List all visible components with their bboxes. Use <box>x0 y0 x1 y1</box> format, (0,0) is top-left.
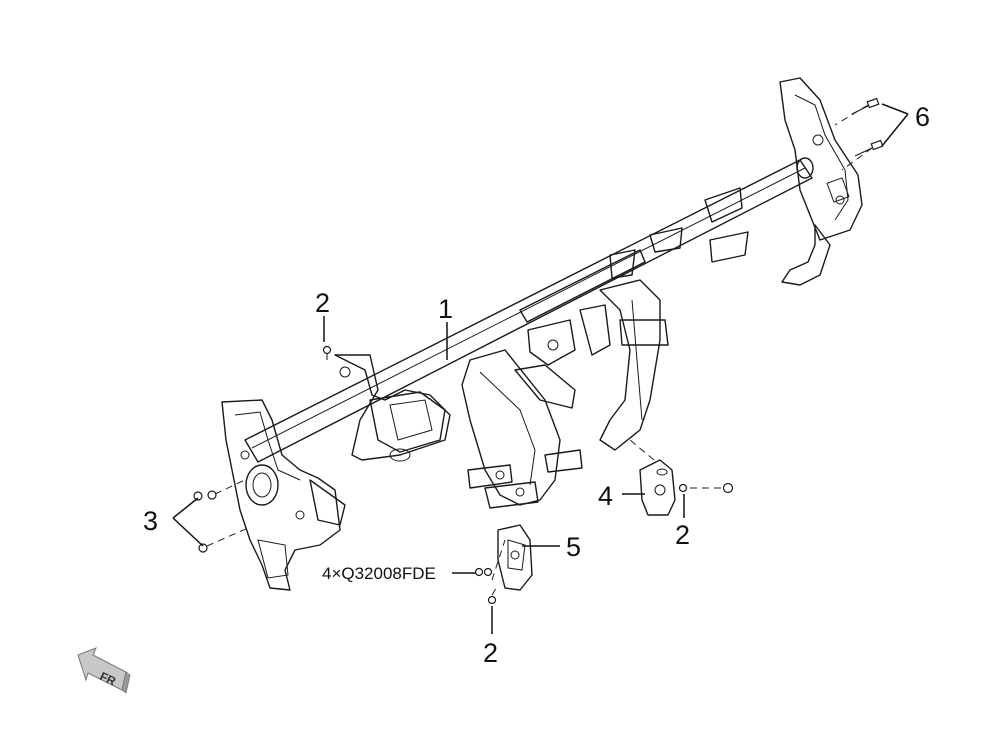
left-end-bracket <box>221 399 346 591</box>
fr-direction-badge: FR <box>77 647 131 694</box>
bolt-2-bottom <box>487 595 497 605</box>
fr-label: FR <box>98 669 119 689</box>
fasteners <box>193 97 884 605</box>
bolt-3b <box>207 490 217 500</box>
part-5-bracket <box>497 524 533 591</box>
bolt-2-right <box>678 483 688 493</box>
callout-1: 1 <box>438 294 453 324</box>
lower-center-support <box>461 349 583 509</box>
callout-2-top: 2 <box>315 288 330 318</box>
callout-6: 6 <box>915 102 930 132</box>
nut-5a <box>474 567 484 577</box>
nut-right <box>722 482 734 494</box>
right-end-bracket <box>779 77 863 286</box>
leader-6 <box>881 103 909 147</box>
bolt-2-top <box>322 345 332 360</box>
callout-5: 5 <box>566 532 581 562</box>
callout-2-bottom: 2 <box>483 638 498 668</box>
center-brackets <box>527 187 749 451</box>
leader-3 <box>172 497 204 547</box>
leader-lines <box>172 103 909 634</box>
callout-labels: 1 2 3 4 2 5 2 6 4×Q32008FDE <box>143 102 930 668</box>
bolt-3a <box>193 491 203 501</box>
part-4-bracket <box>639 459 676 516</box>
bolt-3c <box>198 543 208 553</box>
callout-2-right: 2 <box>675 520 690 550</box>
part-code-label: 4×Q32008FDE <box>322 564 436 583</box>
callout-3: 3 <box>143 506 158 536</box>
dashed-install-lines <box>206 104 873 596</box>
callout-4: 4 <box>598 481 613 511</box>
steering-column-mount <box>334 354 451 462</box>
nut-5b <box>483 567 493 577</box>
bolt-6b <box>854 139 884 157</box>
cross-beam <box>244 157 814 463</box>
